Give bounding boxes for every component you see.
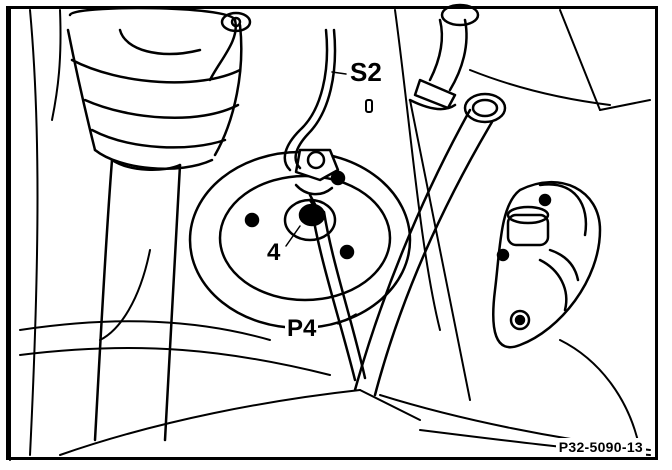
sensor-wire-s2 [283,28,337,172]
mount-hole-detail [365,99,373,113]
driveshaft-boot-icon [66,6,252,442]
body-panel-lines [9,7,651,461]
figure-frame [6,6,658,460]
figure-code: P32-5090-13 [555,438,646,456]
flex-coupling-icon [492,180,602,349]
callout-s2: S2 [348,57,384,87]
sensor-cable-p4 [308,198,367,382]
leader-lines [285,71,357,325]
strut-mount-plate-icon [188,148,412,330]
hose-icon [353,3,507,397]
callout-p4: P4 [285,315,319,342]
callout-4: 4 [264,240,284,266]
